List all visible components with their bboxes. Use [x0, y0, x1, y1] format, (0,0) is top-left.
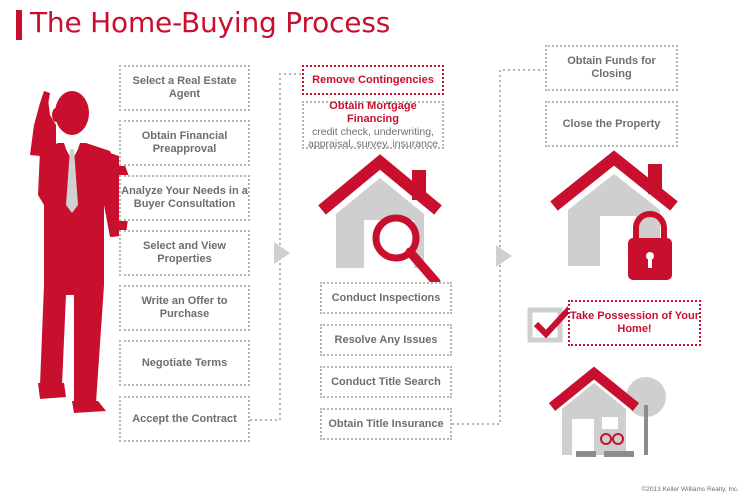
chevron-right-icon — [496, 245, 512, 267]
step-obtain-funds: Obtain Funds for Closing — [545, 45, 678, 91]
page-title: The Home-Buying Process — [30, 6, 391, 39]
step-conduct-inspections: Conduct Inspections — [320, 282, 452, 314]
house-magnifier-illustration — [318, 154, 442, 287]
step-title-search: Conduct Title Search — [320, 366, 452, 398]
mortgage-financing-title: Obtain Mortgage Financing — [329, 100, 417, 125]
copyright-text: ©2013 Keller Williams Realty, Inc. — [641, 486, 739, 493]
title-accent-bar — [16, 10, 22, 40]
check-icon — [527, 303, 575, 343]
mortgage-financing-details: credit check, underwriting, appraisal, s… — [308, 126, 438, 150]
step-remove-contingencies: Remove Contingencies — [302, 65, 444, 95]
connector-1-2 — [250, 73, 302, 421]
step-negotiate-terms: Negotiate Terms — [119, 340, 250, 386]
step-write-offer: Write an Offer to Purchase — [119, 285, 250, 331]
connector-2-3 — [452, 69, 544, 425]
step-close-property: Close the Property — [545, 101, 678, 147]
step-resolve-issues: Resolve Any Issues — [320, 324, 452, 356]
step-financial-preapproval: Obtain Financial Preapproval — [119, 120, 250, 166]
step-take-possession: Take Possession of Your Home! — [568, 300, 701, 346]
step-accept-contract: Accept the Contract — [119, 396, 250, 442]
step-mortgage-financing: Obtain Mortgage Financing credit check, … — [302, 100, 444, 150]
step-buyer-consultation: Analyze Your Needs in a Buyer Consultati… — [119, 175, 250, 221]
chevron-right-icon — [274, 242, 290, 264]
house-lock-illustration — [550, 150, 678, 280]
step-title-insurance: Obtain Title Insurance — [320, 408, 452, 440]
step-view-properties: Select and View Properties — [119, 230, 250, 276]
house-tree-illustration — [548, 366, 666, 457]
step-select-agent: Select a Real Estate Agent — [119, 65, 250, 111]
businessman-illustration — [30, 91, 132, 413]
